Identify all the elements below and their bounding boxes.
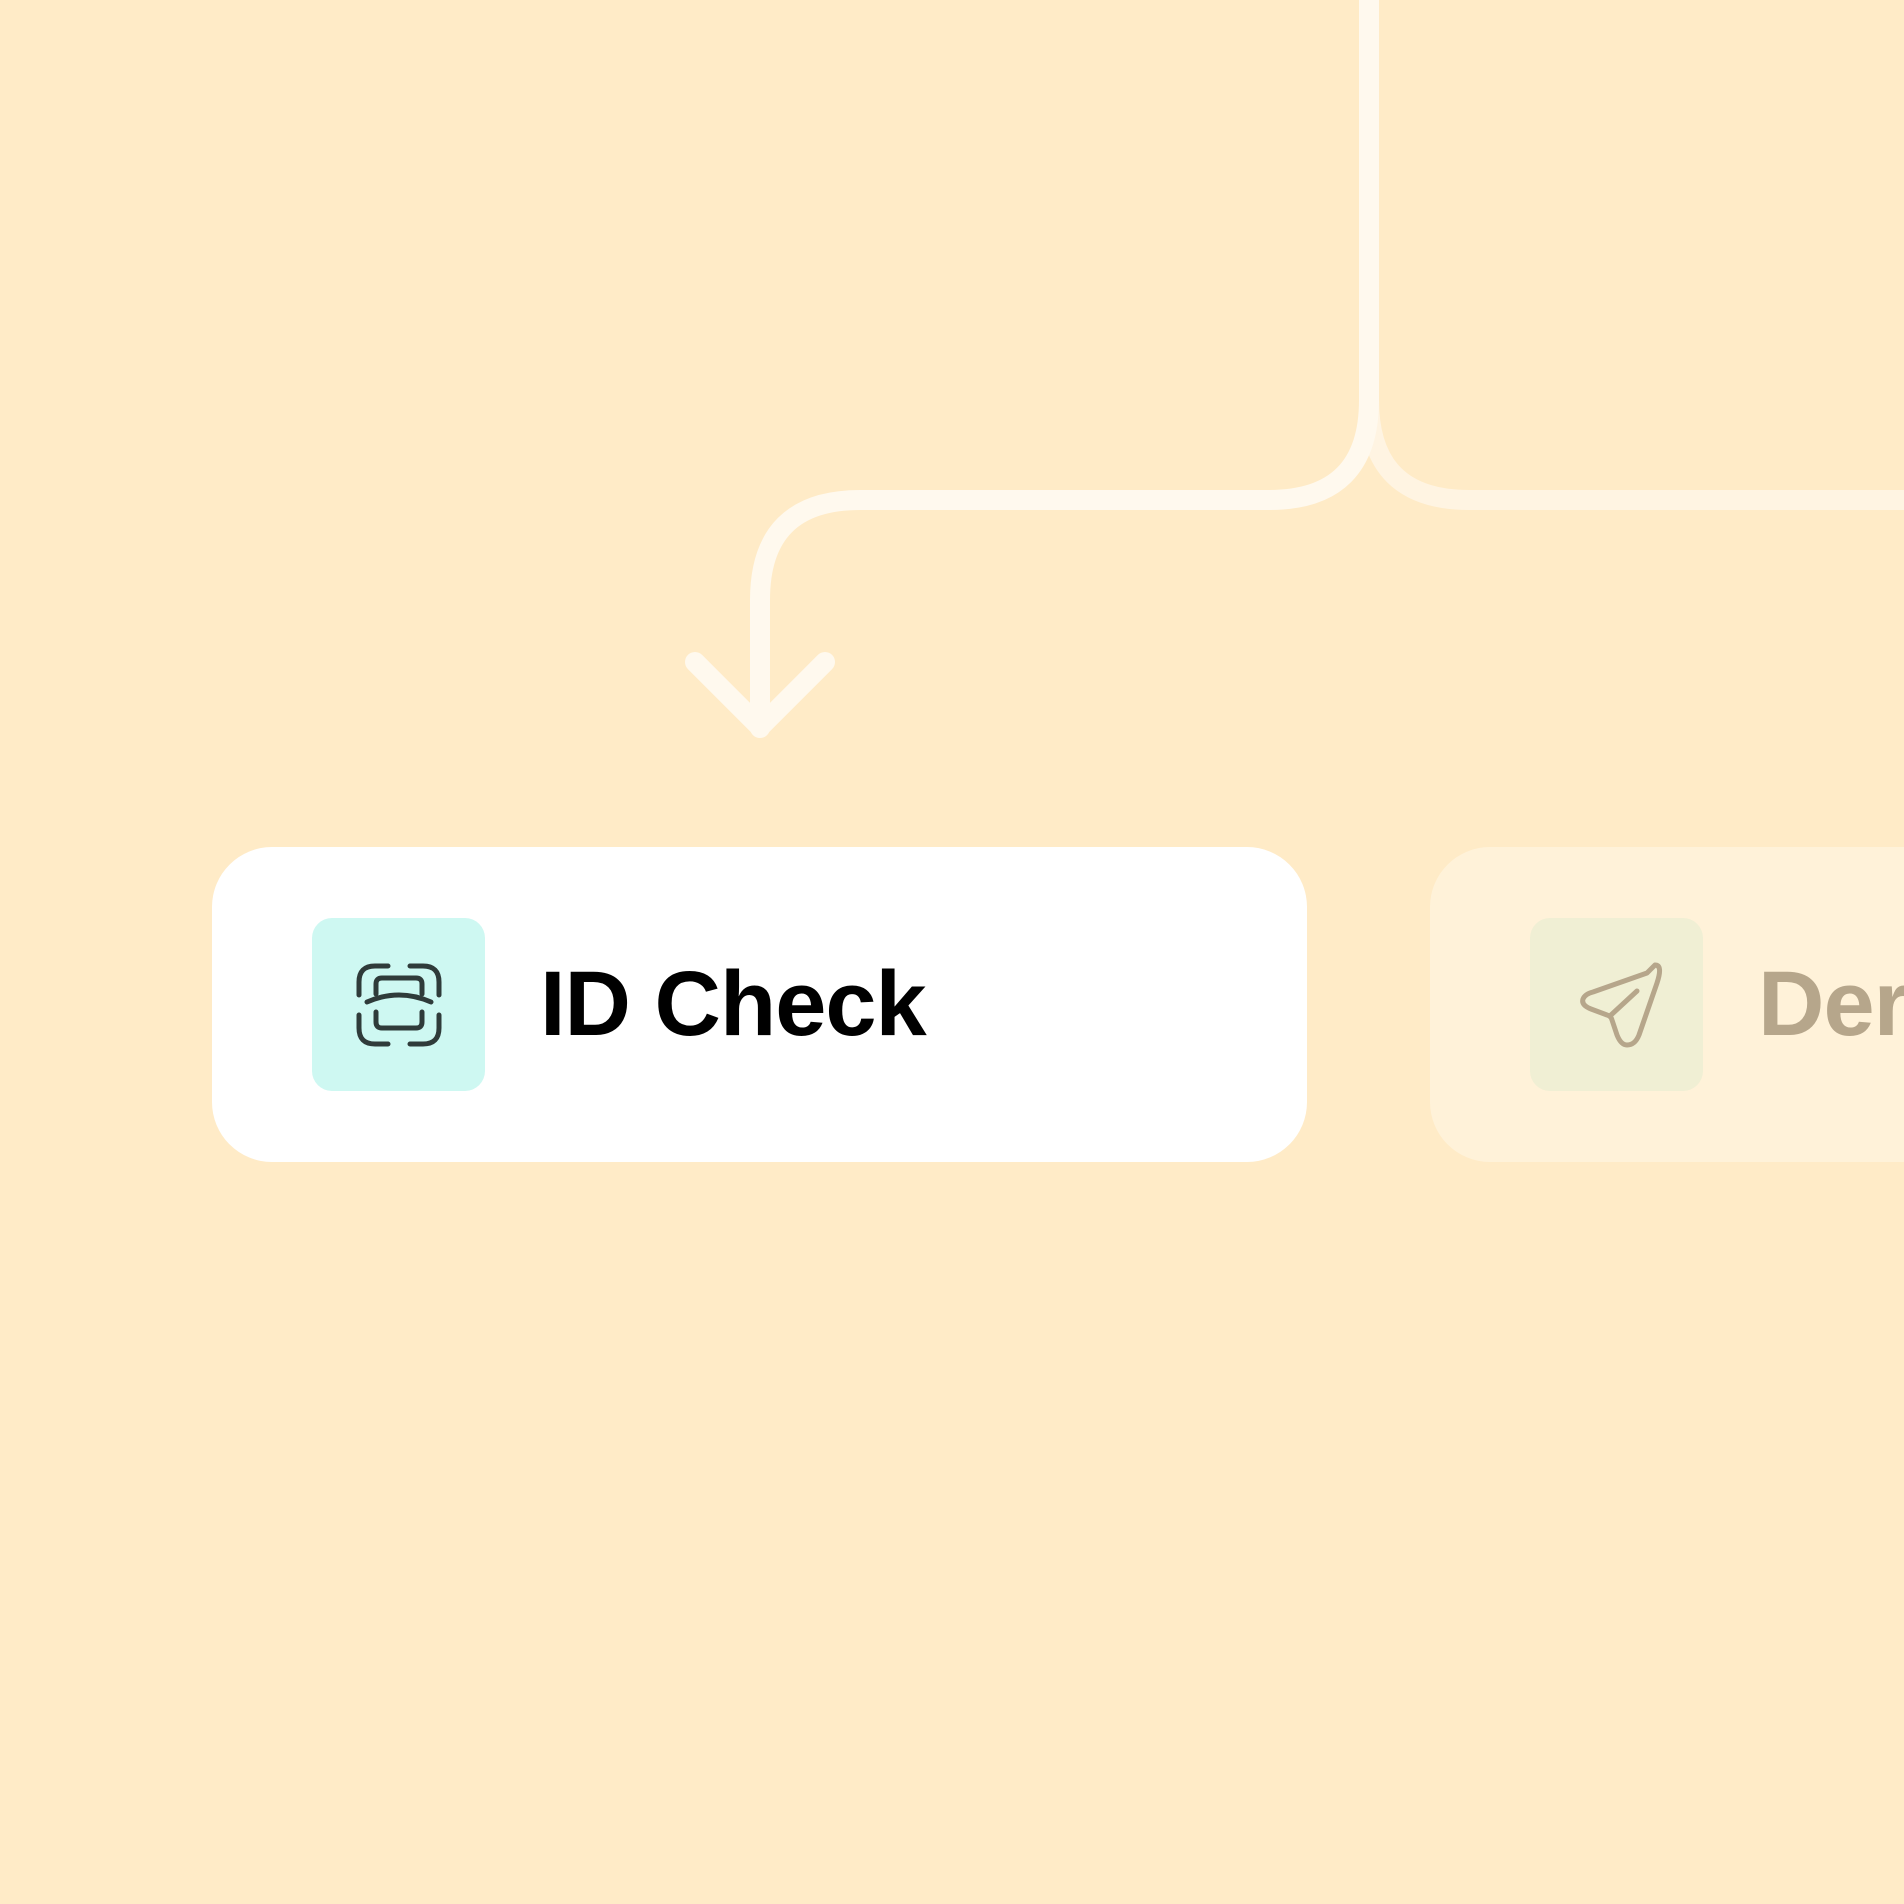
connector-to-next-node bbox=[1359, 390, 1904, 510]
face-scan-icon bbox=[356, 963, 441, 1046]
icon-tile bbox=[1530, 918, 1703, 1091]
node-label: Der bbox=[1758, 953, 1904, 1055]
next-node[interactable]: Der bbox=[1430, 847, 1904, 1162]
arrow-down-icon bbox=[685, 652, 835, 737]
icon-tile bbox=[312, 918, 485, 1091]
id-check-node[interactable]: ID Check bbox=[212, 847, 1307, 1162]
connector-trunk bbox=[750, 0, 1379, 738]
send-icon bbox=[1579, 962, 1662, 1047]
node-label: ID Check bbox=[540, 953, 927, 1055]
